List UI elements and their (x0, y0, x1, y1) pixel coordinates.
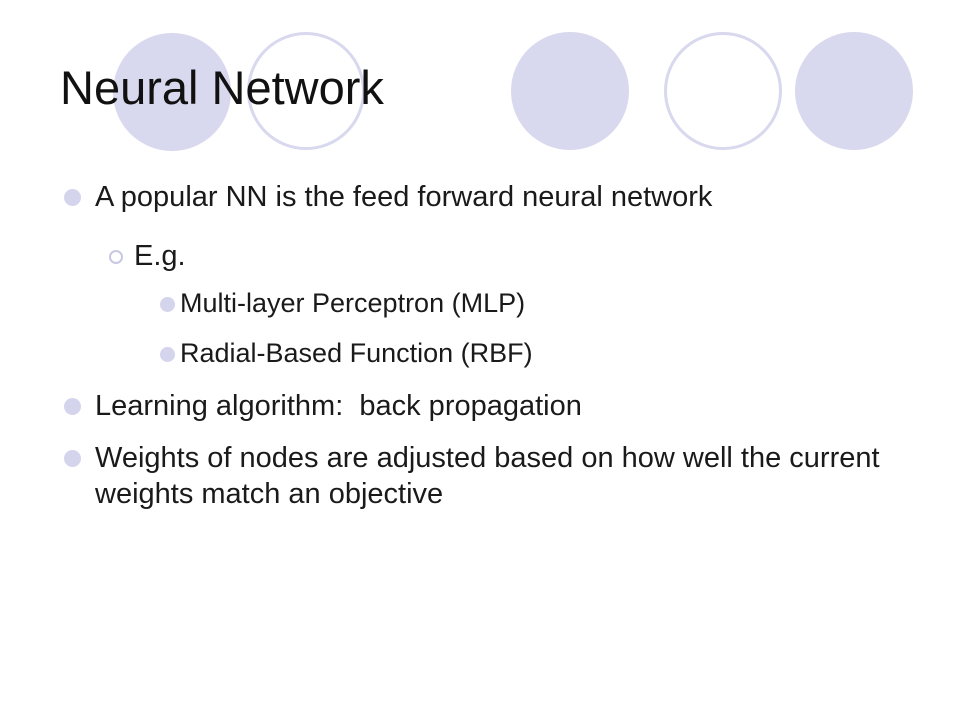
bullet-item: Learning algorithm: back propagation (64, 388, 895, 424)
bullet-item: E.g. (109, 238, 834, 274)
bullet-disc-icon (160, 347, 175, 362)
bullet-item: Radial-Based Function (RBF) (160, 335, 860, 371)
bullet-disc-icon (160, 297, 175, 312)
bullet-item: A popular NN is the feed forward neural … (64, 179, 895, 215)
bullet-item: Weights of nodes are adjusted based on h… (64, 440, 895, 512)
bullet-text: Weights of nodes are adjusted based on h… (95, 442, 880, 510)
bullet-disc-icon (64, 189, 81, 206)
bullet-item: Multi-layer Perceptron (MLP) (160, 285, 860, 321)
bullet-text: Learning algorithm: back propagation (95, 390, 582, 422)
decorative-circle (511, 32, 629, 150)
bullet-ring-icon (109, 250, 123, 264)
bullet-disc-icon (64, 398, 81, 415)
decorative-ring (247, 32, 365, 150)
bullet-text: E.g. (134, 240, 186, 272)
bullet-text: A popular NN is the feed forward neural … (95, 181, 713, 213)
bullet-text: Multi-layer Perceptron (MLP) (180, 288, 526, 318)
decorative-circle (795, 32, 913, 150)
decorative-circle (113, 33, 231, 151)
slide-title: Neural Network (60, 61, 384, 114)
bullet-text: Radial-Based Function (RBF) (180, 338, 533, 368)
decorative-ring (664, 32, 782, 150)
bullet-disc-icon (64, 450, 81, 467)
